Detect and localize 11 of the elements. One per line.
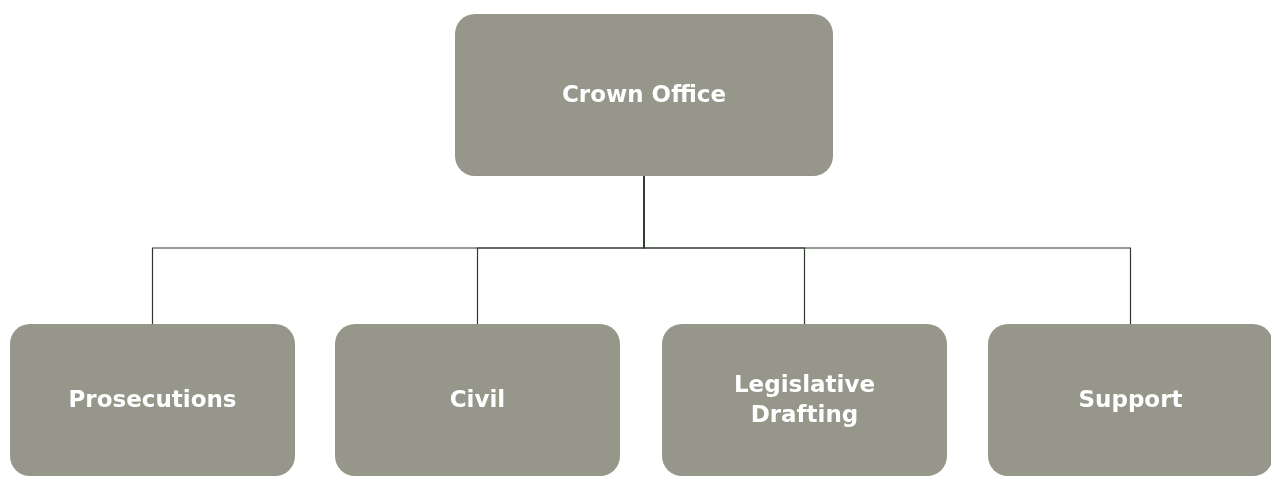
org-box [455, 14, 833, 176]
unit-name: Support [1078, 385, 1183, 415]
org-box [10, 324, 295, 476]
unit-name: Legislative Drafting [732, 370, 877, 429]
org-box [335, 324, 620, 476]
unit-name: Prosecutions [68, 385, 237, 415]
org-box [662, 324, 947, 476]
unit-name: Civil [449, 385, 506, 415]
unit-name: Crown Office [561, 80, 727, 110]
connector-line [643, 175, 1132, 325]
org-box [988, 324, 1271, 476]
